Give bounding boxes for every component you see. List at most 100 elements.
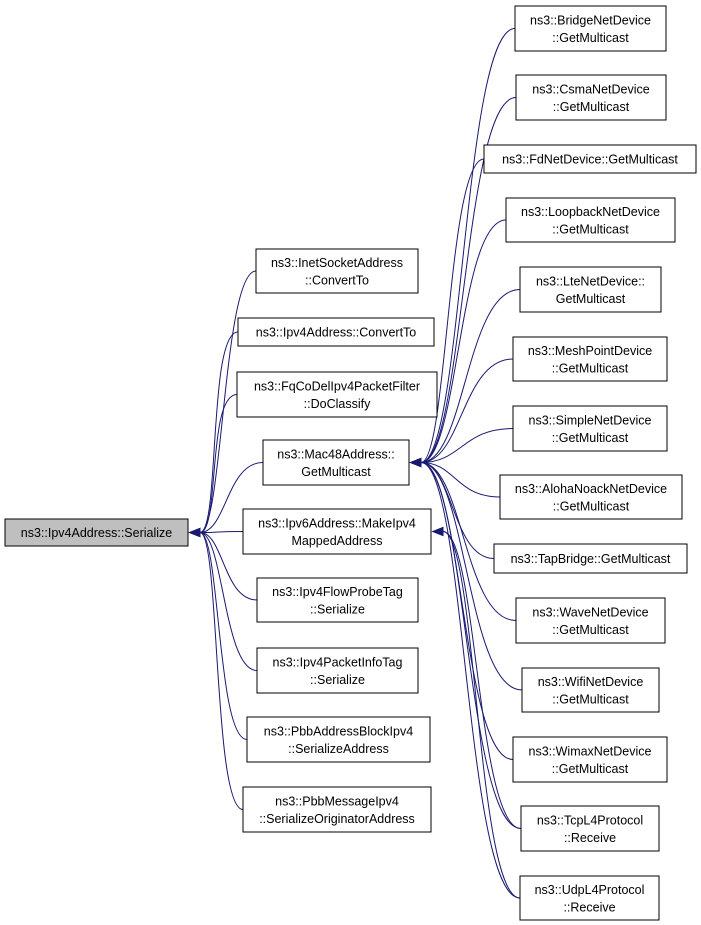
- node-label-wifi-0: ns3::WifiNetDevice: [538, 675, 644, 689]
- node-box-fqcodel: [236, 371, 438, 418]
- edge-pbbmsg-to-root: [199, 532, 244, 810]
- node-label-flowprobe-1: ::Serialize: [310, 602, 365, 616]
- node-box-flowprobe: [256, 577, 419, 623]
- node-lte[interactable]: ns3::LteNetDevice::GetMulticast: [519, 266, 662, 313]
- node-loopback[interactable]: ns3::LoopbackNetDevice::GetMulticast: [505, 197, 676, 243]
- edge-aloha-to-mac48: [420, 462, 501, 498]
- node-box-pbbmsg: [242, 786, 432, 833]
- node-aloha[interactable]: ns3::AlohaNoackNetDevice::GetMulticast: [499, 474, 683, 520]
- edge-mac48-to-root: [199, 462, 264, 533]
- node-label-ipv4conv-0: ns3::Ipv4Address::ConvertTo: [256, 326, 417, 340]
- node-box-loopback: [505, 197, 676, 243]
- edge-bridge-to-mac48: [420, 28, 516, 463]
- node-label-aloha-0: ns3::AlohaNoackNetDevice: [515, 482, 667, 496]
- arrowhead-udp-to-mac48: [409, 457, 422, 468]
- node-label-inet-1: ::ConvertTo: [305, 273, 369, 287]
- node-inet[interactable]: ns3::InetSocketAddress::ConvertTo: [255, 248, 419, 294]
- edge-ipv6-to-root: [199, 531, 244, 533]
- node-wave[interactable]: ns3::WaveNetDevice::GetMulticast: [515, 597, 666, 644]
- node-label-bridge-1: ::GetMulticast: [552, 31, 629, 45]
- node-label-pbbaddr-0: ns3::PbbAddressBlockIpv4: [264, 724, 413, 738]
- node-box-aloha: [499, 474, 683, 520]
- node-label-wimax-1: ::GetMulticast: [552, 762, 629, 776]
- node-label-pbbmsg-0: ns3::PbbMessageIpv4: [275, 794, 399, 808]
- node-box-udp: [519, 875, 660, 921]
- edge-lte-to-mac48: [420, 289, 521, 463]
- node-simple[interactable]: ns3::SimpleNetDevice::GetMulticast: [512, 405, 668, 452]
- edges-layer: [188, 28, 523, 899]
- node-label-mac48-1: GetMulticast: [301, 465, 371, 479]
- node-label-pbbmsg-1: ::SerializeOriginatorAddress: [259, 812, 415, 826]
- node-label-meshpoint-0: ns3::MeshPointDevice: [528, 344, 652, 358]
- node-box-tapbridge: [493, 543, 688, 574]
- edge-meshpoint-to-mac48: [420, 358, 514, 463]
- edge-wave-to-mac48: [420, 462, 517, 621]
- node-box-pktinfo: [256, 647, 419, 694]
- node-label-loopback-0: ns3::LoopbackNetDevice: [521, 205, 660, 219]
- node-fd[interactable]: ns3::FdNetDevice::GetMulticast: [483, 144, 697, 174]
- edge-udp-to-mac48: [420, 462, 521, 899]
- node-label-fqcodel-1: ::DoClassify: [304, 397, 371, 411]
- node-label-wave-1: ::GetMulticast: [552, 623, 629, 637]
- node-label-lte-0: ns3::LteNetDevice::: [536, 274, 645, 288]
- node-label-flowprobe-0: ns3::Ipv4FlowProbeTag: [272, 585, 403, 599]
- node-flowprobe[interactable]: ns3::Ipv4FlowProbeTag::Serialize: [256, 577, 419, 623]
- node-box-ipv4conv: [237, 317, 435, 347]
- node-label-tcp-0: ns3::TcpL4Protocol: [537, 813, 643, 827]
- node-csma[interactable]: ns3::CsmaNetDevice::GetMulticast: [515, 74, 667, 121]
- node-fqcodel[interactable]: ns3::FqCoDelIpv4PacketFilter::DoClassify: [236, 371, 438, 418]
- nodes-layer: ns3::Ipv4Address::Serialize ns3::InetSock…: [4, 5, 697, 921]
- node-label-pbbaddr-1: ::SerializeAddress: [288, 742, 389, 756]
- node-label-wimax-0: ns3::WimaxNetDevice: [529, 744, 652, 758]
- node-bridge[interactable]: ns3::BridgeNetDevice::GetMulticast: [514, 5, 667, 52]
- node-pbbaddr[interactable]: ns3::PbbAddressBlockIpv4::SerializeAddre…: [246, 716, 431, 763]
- node-wimax[interactable]: ns3::WimaxNetDevice::GetMulticast: [512, 736, 668, 783]
- node-label-root-0: ns3::Ipv4Address::Serialize: [21, 526, 173, 540]
- node-label-fqcodel-0: ns3::FqCoDelIpv4PacketFilter: [254, 379, 420, 393]
- edge-tcp-to-mac48: [420, 462, 522, 829]
- node-label-udp-1: ::Receive: [563, 900, 615, 914]
- edge-tcp-to-ipv6: [442, 531, 522, 829]
- arrowhead-udp-to-ipv6: [431, 526, 444, 537]
- node-box-inet: [255, 248, 419, 294]
- edge-pktinfo-to-root: [199, 532, 258, 671]
- node-wifi[interactable]: ns3::WifiNetDevice::GetMulticast: [521, 667, 660, 713]
- node-box-wimax: [512, 736, 668, 783]
- node-label-tapbridge-0: ns3::TapBridge::GetMulticast: [511, 552, 671, 566]
- node-ipv4conv[interactable]: ns3::Ipv4Address::ConvertTo: [237, 317, 435, 347]
- node-label-inet-0: ns3::InetSocketAddress: [271, 256, 403, 270]
- node-label-csma-1: ::GetMulticast: [553, 100, 630, 114]
- node-udp[interactable]: ns3::UdpL4Protocol::Receive: [519, 875, 660, 921]
- edge-flowprobe-to-root: [199, 532, 258, 601]
- node-box-simple: [512, 405, 668, 452]
- node-box-mac48: [262, 439, 410, 486]
- node-label-wifi-1: ::GetMulticast: [552, 692, 629, 706]
- node-label-bridge-0: ns3::BridgeNetDevice: [530, 13, 651, 27]
- edge-tapbridge-to-mac48: [420, 462, 495, 559]
- node-root[interactable]: ns3::Ipv4Address::Serialize: [4, 518, 189, 547]
- edge-fqcodel-to-root: [199, 394, 238, 533]
- node-box-ipv6: [242, 508, 432, 555]
- node-label-lte-1: GetMulticast: [556, 292, 626, 306]
- node-label-meshpoint-1: ::GetMulticast: [552, 361, 629, 375]
- node-box-pbbaddr: [246, 716, 431, 763]
- node-tapbridge[interactable]: ns3::TapBridge::GetMulticast: [493, 543, 688, 574]
- node-pbbmsg[interactable]: ns3::PbbMessageIpv4::SerializeOriginator…: [242, 786, 432, 833]
- node-pktinfo[interactable]: ns3::Ipv4PacketInfoTag::Serialize: [256, 647, 419, 694]
- edge-csma-to-mac48: [420, 97, 517, 463]
- edge-fd-to-mac48: [420, 158, 485, 463]
- node-label-pktinfo-1: ::Serialize: [310, 673, 365, 687]
- node-label-simple-1: ::GetMulticast: [552, 431, 629, 445]
- node-box-lte: [519, 266, 662, 313]
- arrowhead-pbbmsg-to-root: [188, 527, 201, 538]
- node-box-bridge: [514, 5, 667, 52]
- node-meshpoint[interactable]: ns3::MeshPointDevice::GetMulticast: [512, 336, 668, 382]
- node-label-simple-0: ns3::SimpleNetDevice: [529, 413, 652, 427]
- node-box-wifi: [521, 667, 660, 713]
- node-label-loopback-1: ::GetMulticast: [552, 222, 629, 236]
- node-label-ipv6-1: MappedAddress: [291, 534, 382, 548]
- node-tcp[interactable]: ns3::TcpL4Protocol::Receive: [520, 805, 660, 852]
- node-mac48[interactable]: ns3::Mac48Address::GetMulticast: [262, 439, 410, 486]
